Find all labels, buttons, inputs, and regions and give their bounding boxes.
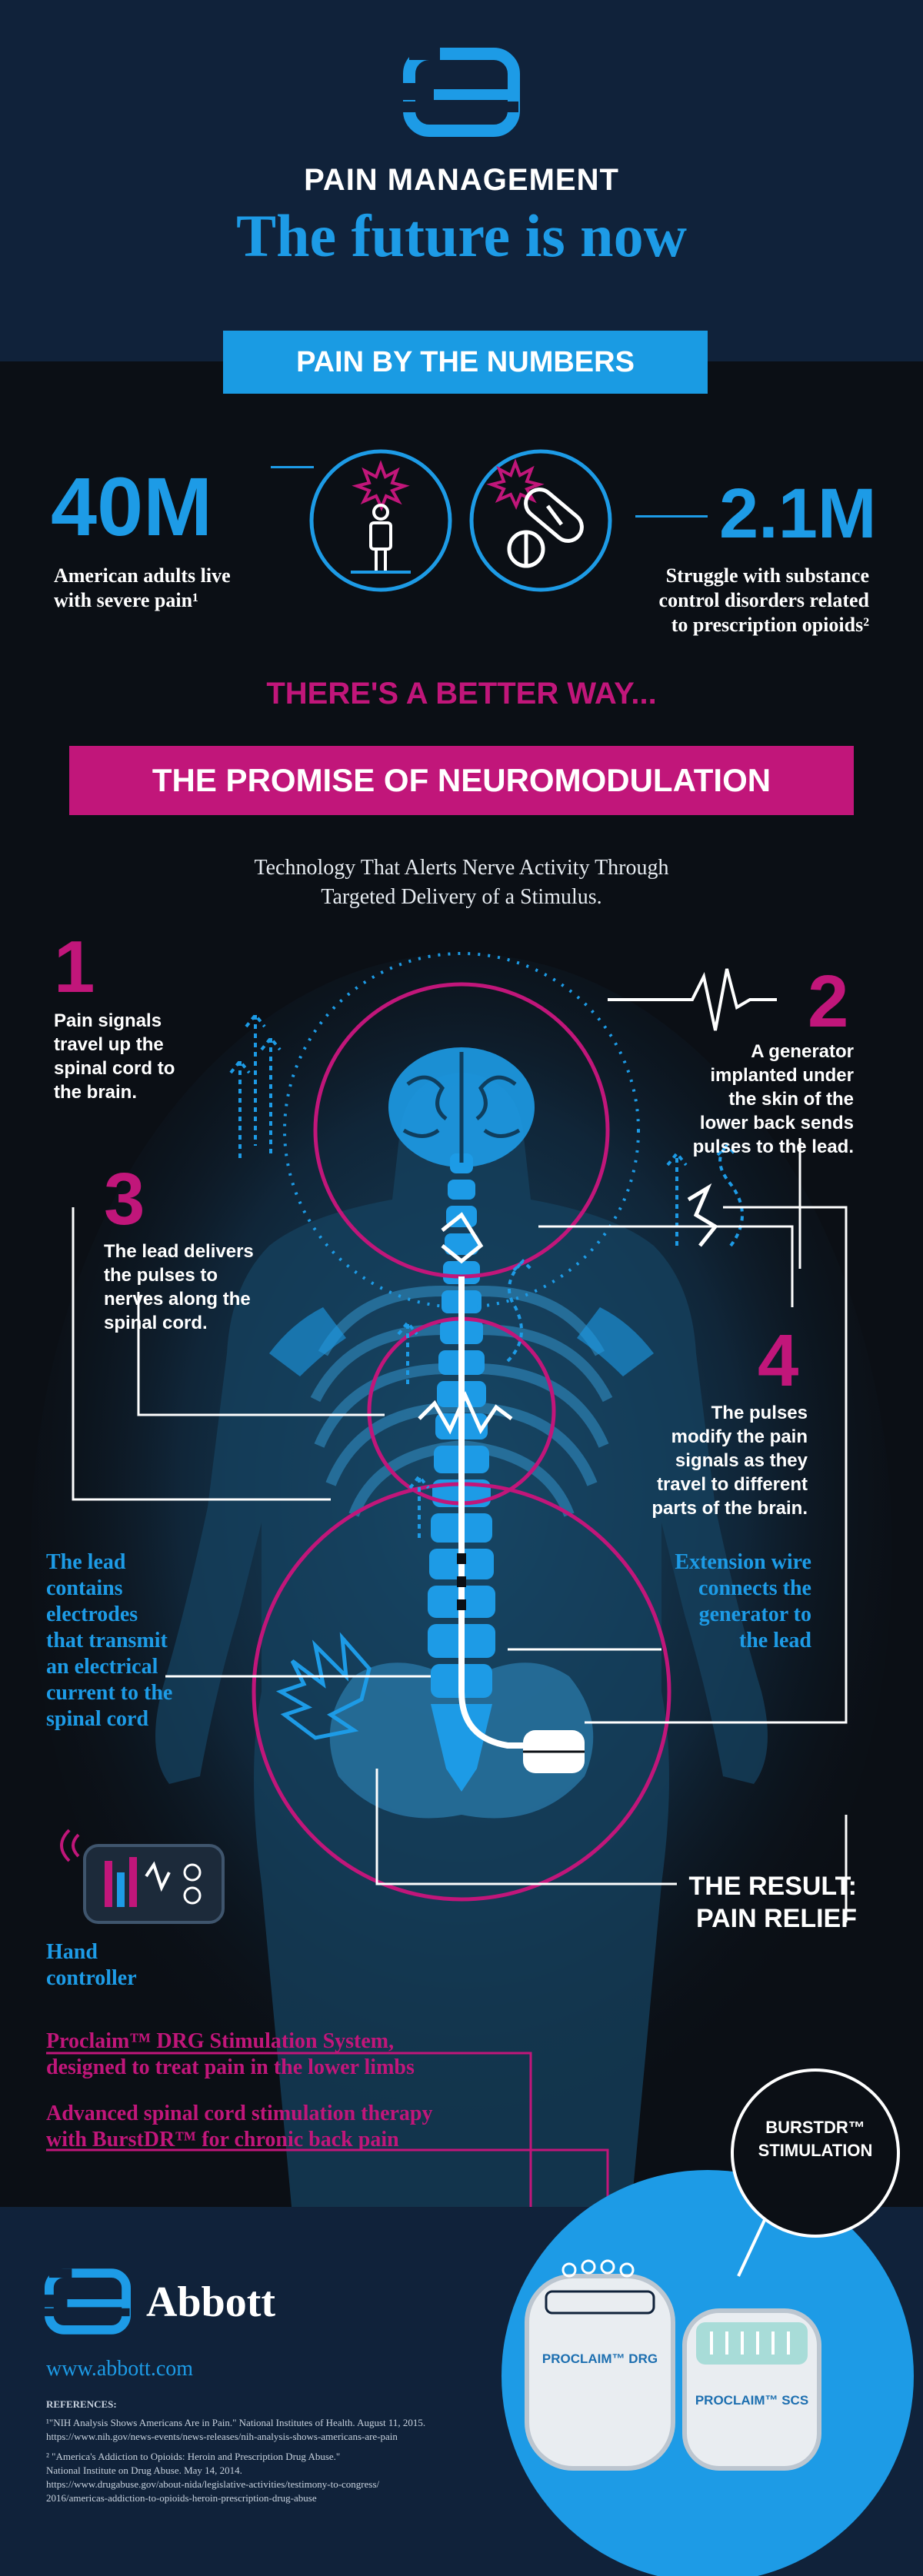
stat-40m-text: American adults live with severe pain¹ [54, 564, 231, 611]
person-pain-icon [309, 449, 452, 592]
step-1-number: 1 [54, 926, 95, 1008]
products-illustration [501, 2068, 914, 2576]
header [0, 0, 923, 361]
connector-line [635, 515, 708, 518]
better-way-tagline: THERE'S A BETTER WAY... [266, 677, 657, 711]
abbott-logo-icon [403, 48, 520, 137]
abbott-brand: Abbott [146, 2278, 276, 2326]
proclaim-drg-label: PROCLAIM™ DRG [541, 2351, 658, 2366]
numbers-banner: PAIN BY THE NUMBERS [223, 331, 708, 394]
connector-line [271, 466, 314, 468]
drg-description: Proclaim™ DRG Stimulation System,designe… [46, 2029, 415, 2079]
pills-pain-icon [469, 449, 612, 592]
neuromodulation-subtitle: Technology That Alerts Nerve Activity Th… [254, 856, 669, 909]
stat-40m-value: 40M [51, 460, 213, 553]
abbott-footer-logo-icon [45, 2268, 131, 2335]
scs-description: Advanced spinal cord stimulation therapy… [46, 2102, 433, 2152]
spinal-anatomy-illustration [31, 952, 892, 2215]
references: REFERENCES: ¹"NIH Analysis Shows America… [46, 2398, 426, 2504]
stat-2-1m-text: Struggle with substance control disorder… [658, 564, 869, 636]
proclaim-scs-label: PROCLAIM™ SCS [695, 2393, 809, 2408]
result-pain-relief: THE RESULT:PAIN RELIEF [688, 1872, 857, 1933]
step-4-number: 4 [758, 1320, 799, 1402]
page-title: The future is now [236, 202, 687, 269]
neuromodulation-banner: THE PROMISE OF NEUROMODULATION [69, 746, 854, 815]
stat-2-1m-value: 2.1M [719, 474, 877, 553]
step-3-number: 3 [104, 1158, 145, 1240]
page-kicker: PAIN MANAGEMENT [304, 163, 619, 197]
abbott-url[interactable]: www.abbott.com [46, 2357, 194, 2381]
step-2-number: 2 [808, 960, 849, 1043]
